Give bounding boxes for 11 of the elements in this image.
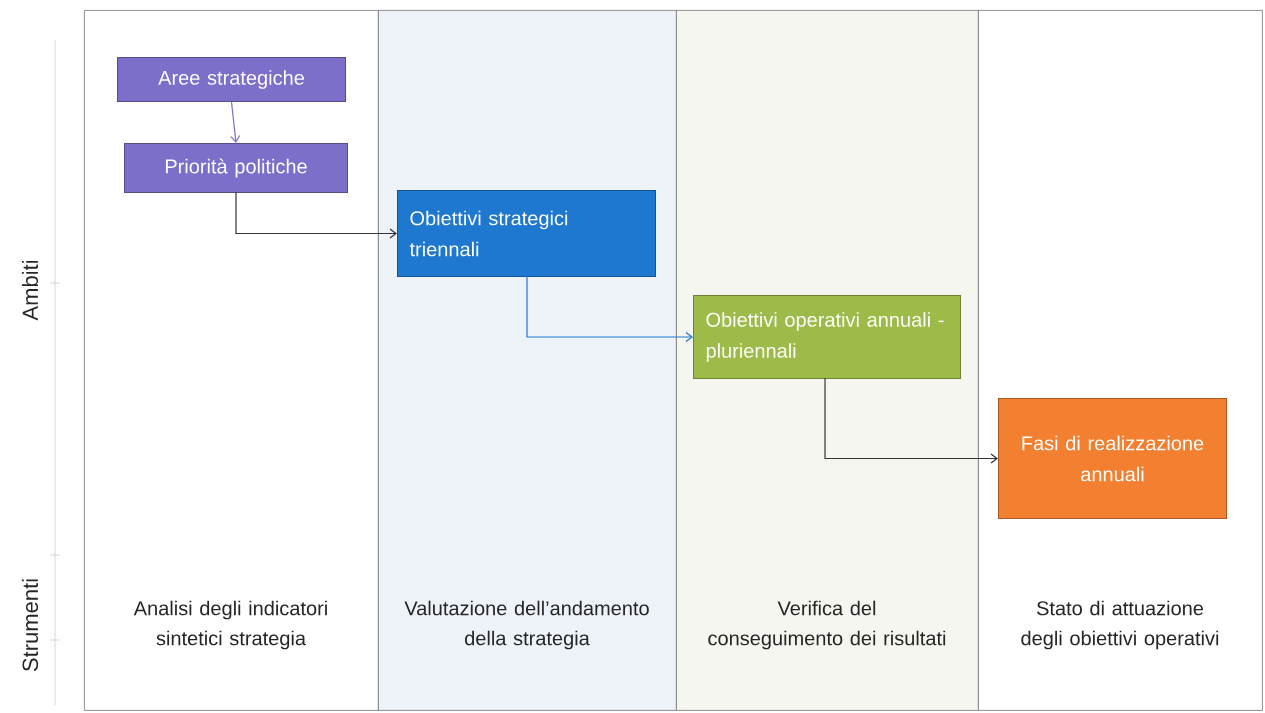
arrow <box>824 377 998 464</box>
axis-label: Ambiti <box>19 257 41 323</box>
arrow <box>235 191 397 239</box>
process-box: Aree strategiche <box>117 57 346 102</box>
arrow <box>526 275 693 343</box>
axis-label: Strumenti <box>19 575 41 675</box>
arrow <box>230 101 241 143</box>
process-box: Obiettivi operativi annuali - pluriennali <box>693 295 961 379</box>
process-box: Obiettivi strategici triennali <box>397 190 656 277</box>
process-box: Fasi di realizzazione annuali <box>998 398 1227 519</box>
process-box: Priorità politiche <box>124 143 348 193</box>
